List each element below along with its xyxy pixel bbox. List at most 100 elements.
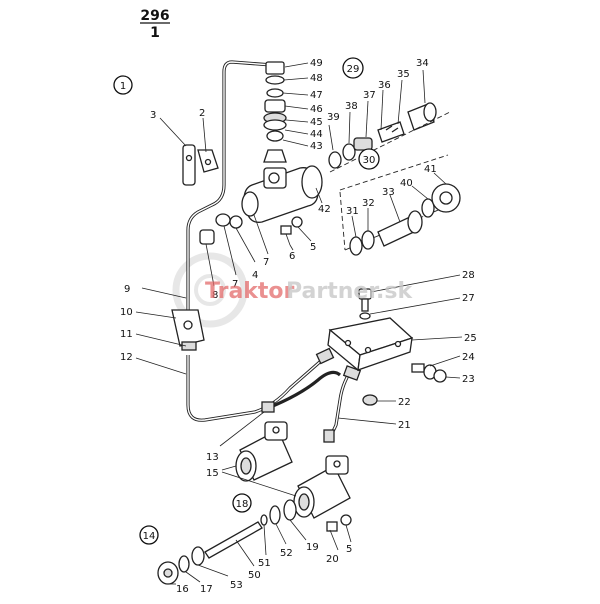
callout-8: 8 xyxy=(205,243,218,301)
callout-44: 44 xyxy=(284,129,323,140)
reservoir-stack xyxy=(263,61,287,163)
distributor-block xyxy=(327,317,414,372)
callout-51: 51 xyxy=(258,524,271,569)
watermark-brand: Traktor xyxy=(205,279,295,304)
callout-27: 27 xyxy=(369,293,475,315)
svg-text:28: 28 xyxy=(462,270,475,281)
rod-50 xyxy=(204,521,263,559)
part-3-pin xyxy=(182,144,196,186)
callout-50: 50 xyxy=(235,539,261,581)
svg-text:31: 31 xyxy=(346,206,359,217)
page-number: 296 xyxy=(140,8,169,24)
callout-39: 39 xyxy=(327,112,340,151)
group-29-circle: 29 xyxy=(342,57,364,79)
svg-text:41: 41 xyxy=(424,164,437,175)
callout-13: 13 xyxy=(206,411,265,463)
svg-text:8: 8 xyxy=(212,290,218,301)
svg-text:5: 5 xyxy=(346,544,352,555)
svg-text:19: 19 xyxy=(306,542,319,553)
callout-10: 10 xyxy=(120,307,177,319)
master-cylinder xyxy=(241,165,323,223)
washer-5-upper xyxy=(291,216,303,228)
watermark-rest: Partner.sk xyxy=(286,279,413,304)
callout-48: 48 xyxy=(283,73,323,84)
slave-cylinder-lower xyxy=(293,455,351,519)
callout-7-right: 7 xyxy=(253,214,269,268)
pipe-fitting-lower xyxy=(261,401,275,413)
callout-36: 36 xyxy=(378,80,391,131)
part-34-piston xyxy=(407,102,437,131)
svg-text:9: 9 xyxy=(124,284,130,295)
svg-text:18: 18 xyxy=(236,499,249,510)
callout-49: 49 xyxy=(284,58,323,69)
svg-text:27: 27 xyxy=(462,293,475,304)
bolt-20 xyxy=(326,514,352,532)
svg-text:52: 52 xyxy=(280,548,293,559)
callout-40: 40 xyxy=(400,178,429,200)
svg-text:43: 43 xyxy=(310,141,323,152)
slave-cylinder-upper xyxy=(235,421,293,482)
group-30-circle: 30 xyxy=(358,148,380,170)
callout-15: 15 xyxy=(206,465,297,497)
svg-text:5: 5 xyxy=(310,242,316,253)
bolt-6 xyxy=(280,225,292,246)
svg-text:13: 13 xyxy=(206,452,219,463)
group-1-circle: 1 xyxy=(113,75,133,95)
callout-12: 12 xyxy=(120,352,187,375)
assembly-axis-upper xyxy=(329,111,451,173)
callout-41: 41 xyxy=(424,164,447,185)
callout-7-left: 7 xyxy=(223,225,238,290)
svg-text:39: 39 xyxy=(327,112,340,123)
svg-text:33: 33 xyxy=(382,187,395,198)
svg-text:47: 47 xyxy=(310,90,323,101)
callout-6: 6 xyxy=(289,244,295,262)
svg-text:30: 30 xyxy=(363,155,376,166)
callout-3: 3 xyxy=(150,110,187,147)
callout-46: 46 xyxy=(284,104,323,115)
svg-text:6: 6 xyxy=(289,251,295,262)
svg-text:12: 12 xyxy=(120,352,133,363)
callout-43: 43 xyxy=(282,139,323,152)
svg-text:25: 25 xyxy=(464,333,477,344)
svg-text:20: 20 xyxy=(326,554,339,565)
callout-45: 45 xyxy=(285,117,323,128)
group-14-circle: 14 xyxy=(139,525,159,545)
svg-text:37: 37 xyxy=(363,90,376,101)
bracket-10 xyxy=(171,309,205,351)
svg-text:15: 15 xyxy=(206,468,219,479)
callout-37: 37 xyxy=(363,90,376,138)
svg-text:35: 35 xyxy=(397,69,410,80)
svg-text:24: 24 xyxy=(462,352,475,363)
svg-text:34: 34 xyxy=(416,58,429,69)
svg-text:49: 49 xyxy=(310,58,323,69)
svg-text:32: 32 xyxy=(362,198,375,209)
svg-text:29: 29 xyxy=(347,64,360,75)
callout-2: 2 xyxy=(199,108,207,153)
svg-text:11: 11 xyxy=(120,329,133,340)
svg-text:10: 10 xyxy=(120,307,133,318)
callout-47: 47 xyxy=(282,90,323,101)
callout-28: 28 xyxy=(370,270,475,293)
pipe-21-fitting xyxy=(342,365,362,381)
svg-text:50: 50 xyxy=(248,570,261,581)
callout-25: 25 xyxy=(411,333,477,344)
svg-text:40: 40 xyxy=(400,178,413,189)
piston-assembly-lower xyxy=(349,183,461,256)
callout-5-lower: 5 xyxy=(345,524,352,555)
callout-5-upper: 5 xyxy=(297,226,316,253)
callout-34: 34 xyxy=(416,58,429,104)
callout-32: 32 xyxy=(362,198,375,231)
callout-21: 21 xyxy=(337,417,411,431)
callout-33: 33 xyxy=(382,187,401,223)
callout-20: 20 xyxy=(326,529,339,565)
svg-text:44: 44 xyxy=(310,129,323,140)
svg-text:53: 53 xyxy=(230,580,243,591)
callout-23: 23 xyxy=(445,374,475,385)
svg-text:22: 22 xyxy=(398,397,411,408)
callout-22: 22 xyxy=(377,397,411,408)
svg-text:51: 51 xyxy=(258,558,271,569)
callout-17: 17 xyxy=(185,571,213,595)
svg-text:16: 16 xyxy=(176,584,189,595)
